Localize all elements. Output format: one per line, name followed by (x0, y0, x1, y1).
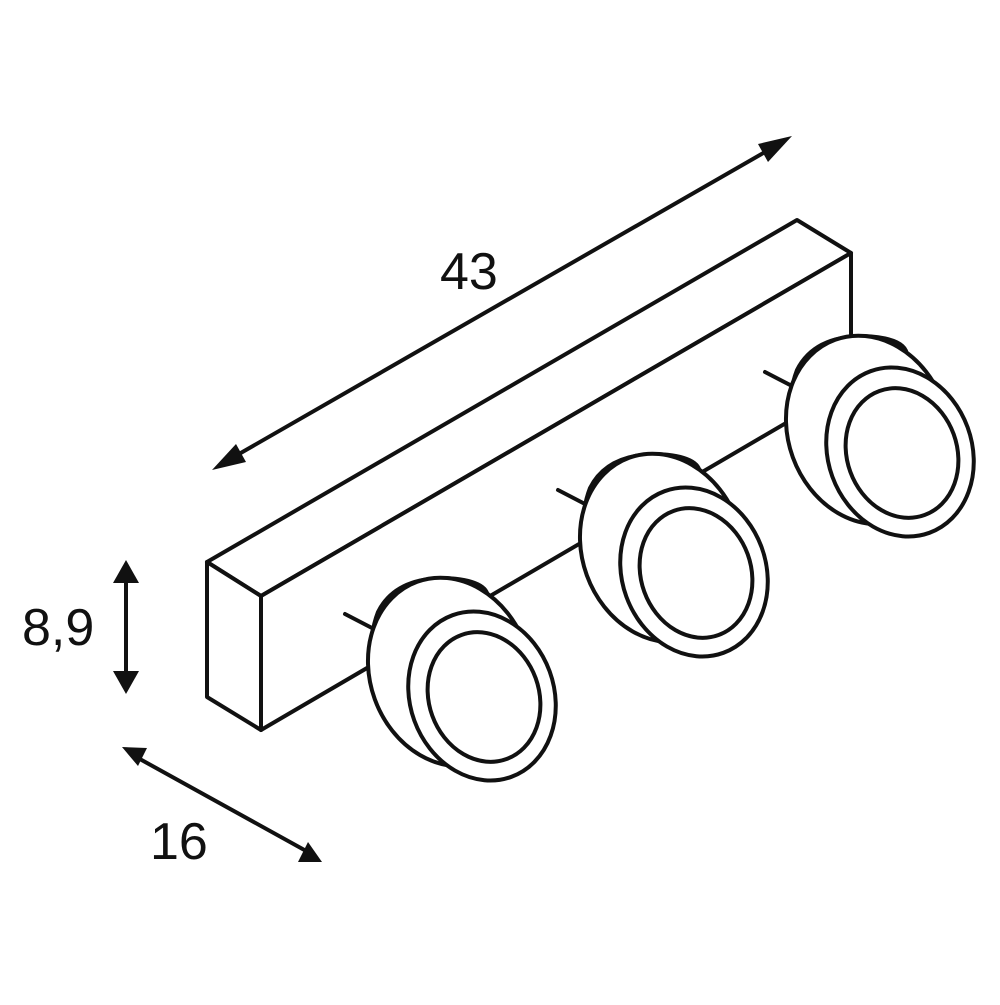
spotlight-3-lens (843, 386, 961, 520)
spotlight-2-stem (556, 488, 587, 506)
bar-end-face (205, 560, 263, 732)
length-line (230, 146, 774, 460)
height-label: 8,9 (22, 599, 95, 657)
length-arrow-start (212, 444, 246, 470)
length-label: 43 (440, 243, 498, 301)
depth-label: 16 (150, 813, 208, 871)
height-arrow-top (113, 560, 139, 583)
length-dimension-line (212, 136, 792, 470)
depth-dimension-line (122, 747, 322, 862)
spotlight-2 (556, 451, 770, 659)
spotlight-3 (763, 333, 976, 539)
depth-line (136, 756, 310, 854)
spotlight-2-lens (637, 506, 755, 640)
length-arrow-end (758, 136, 792, 162)
depth-arrow-start (122, 747, 147, 766)
spotlight-1-lens (425, 630, 543, 764)
height-arrow-bottom (113, 671, 139, 694)
spotlight-1 (343, 575, 558, 783)
spotlight-1-stem (343, 612, 374, 630)
height-dimension-line (113, 560, 139, 694)
spotlight-3-stem (763, 370, 794, 388)
depth-arrow-end (298, 842, 322, 862)
